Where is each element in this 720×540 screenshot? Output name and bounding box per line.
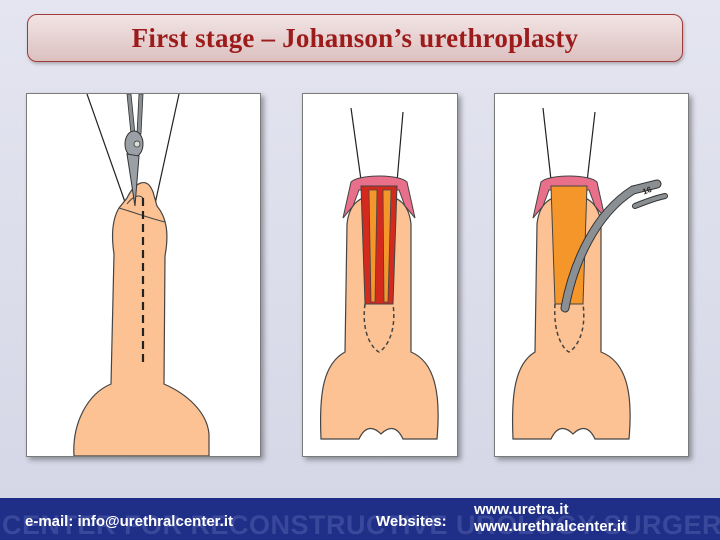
catheter-panel: 16: [494, 93, 689, 457]
open-urethra-panel: [302, 93, 458, 457]
traction-suture-left: [86, 94, 126, 203]
traction-suture-right: [396, 111, 404, 183]
catheter: [561, 180, 661, 312]
title-box: First stage – Johanson’s urethroplasty: [27, 14, 683, 62]
penis-shaft: [73, 182, 210, 456]
scrotum-shaft: [319, 193, 439, 440]
urethral-mucosa-right: [382, 189, 392, 303]
footer-website-1: www.uretra.it: [474, 501, 569, 518]
footer-websites-label: Websites:: [376, 513, 447, 530]
traction-suture-right: [154, 94, 180, 205]
incision-illustration: [73, 94, 210, 456]
traction-suture-right: [586, 111, 596, 183]
footer-watermark: CENTER FOR RECONSTRUCTIVE UROLOGY SURGER…: [2, 510, 720, 540]
suture-line: [363, 303, 395, 353]
footer-bar: CENTER FOR RECONSTRUCTIVE UROLOGY SURGER…: [0, 498, 720, 540]
catheter-port: [633, 194, 667, 208]
catheter-illustration: 16: [511, 107, 668, 440]
footer-email: e-mail: info@urethralcenter.it: [25, 513, 234, 530]
footer-website-2: www.urethralcenter.it: [474, 518, 626, 535]
scissors-icon: [124, 94, 144, 207]
open-urethra-illustration: [319, 107, 439, 440]
traction-suture-left: [542, 107, 552, 181]
catheter-size-label: 16: [641, 185, 653, 197]
urethral-plate: [360, 185, 398, 305]
scrotum-shaft: [511, 193, 631, 440]
urethral-mucosa-left: [368, 189, 378, 303]
suture-line: [554, 303, 585, 353]
slide-title: First stage – Johanson’s urethroplasty: [131, 22, 579, 53]
traction-suture-left: [350, 107, 362, 181]
incision-panel: [26, 93, 261, 457]
